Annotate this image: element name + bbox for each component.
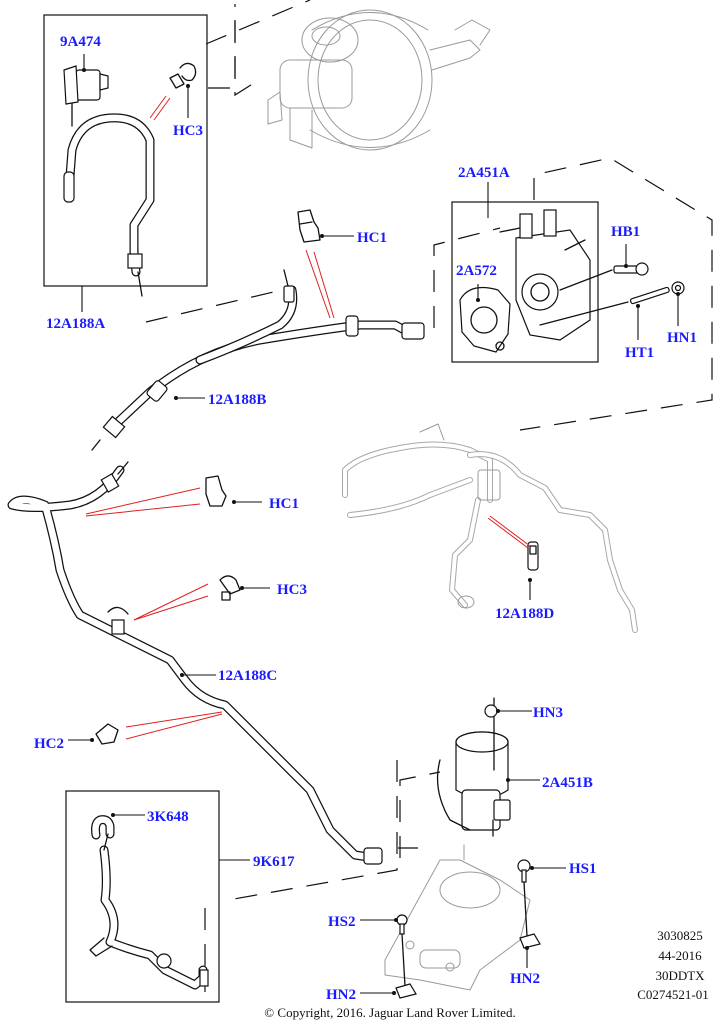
part-HN2-nut-right — [519, 933, 541, 949]
part-2A451A-vacuum-pump — [499, 209, 591, 341]
callout-3K648[interactable]: 3K648 — [147, 809, 189, 825]
callout-HS2[interactable]: HS2 — [328, 914, 356, 930]
engine-harness-ghost — [342, 423, 638, 633]
callout-HC2[interactable]: HC2 — [34, 736, 64, 752]
callout-HN3[interactable]: HN3 — [533, 705, 563, 721]
callout-2A451A[interactable]: 2A451A — [458, 165, 510, 181]
callout-HN2-right[interactable]: HN2 — [510, 971, 540, 987]
assembly-box-12A188A — [43, 14, 208, 287]
callout-12A188A[interactable]: 12A188A — [46, 316, 106, 332]
part-HT1-stud — [539, 286, 670, 326]
part-HC3-clip-top — [169, 62, 197, 89]
reference-number: 3030825 — [657, 928, 703, 943]
callout-HC3-top[interactable]: HC3 — [173, 123, 203, 139]
part-HC1-clip-mid — [205, 475, 227, 507]
callout-2A451B[interactable]: 2A451B — [542, 775, 593, 791]
part-HN3-nut — [484, 704, 498, 718]
callout-HN1[interactable]: HN1 — [667, 330, 697, 346]
reference-date-code: 44-2016 — [658, 948, 702, 963]
brake-booster-ghost — [267, 9, 491, 151]
assembly-guide-lines — [145, 0, 713, 992]
copyright-notice: © Copyright, 2016. Jaguar Land Rover Lim… — [264, 1005, 516, 1020]
callout-HB1[interactable]: HB1 — [611, 224, 641, 240]
callout-HT1[interactable]: HT1 — [625, 345, 655, 361]
part-HN2-nut-left — [395, 983, 417, 999]
mounting-bracket-ghost — [384, 844, 531, 991]
assembly-box-2A451A — [451, 201, 599, 363]
callout-2A572[interactable]: 2A572 — [456, 263, 497, 279]
part-HS2-screw — [396, 914, 408, 987]
callout-12A188D[interactable]: 12A188D — [495, 606, 555, 622]
callout-HS1[interactable]: HS1 — [569, 861, 597, 877]
callout-9A474[interactable]: 9A474 — [60, 34, 101, 50]
part-HC1-clip-top — [297, 209, 321, 243]
callout-HN2-left[interactable]: HN2 — [326, 987, 356, 1003]
part-9A474-valve — [63, 65, 109, 127]
part-12A188C-hose — [7, 461, 383, 865]
part-HN1-nut — [671, 281, 685, 295]
part-3K648-fitting — [91, 815, 115, 851]
callout-HC1-top[interactable]: HC1 — [357, 230, 387, 246]
callout-HC3-mid[interactable]: HC3 — [277, 582, 307, 598]
callout-9K617[interactable]: 9K617 — [253, 854, 295, 870]
part-2A451B-electric-pump — [436, 697, 511, 837]
reference-illustration-id: C0274521-01 — [637, 987, 709, 1002]
part-12A188B-hose — [91, 269, 425, 451]
part-HC3-clip-mid — [219, 575, 241, 601]
part-HS1-screw — [517, 859, 531, 937]
part-9K617-hose — [89, 845, 209, 990]
reference-engine-code: 30DDTX — [655, 968, 705, 983]
assembly-box-9K617 — [65, 790, 220, 1003]
part-2A572-gasket — [459, 287, 511, 353]
callout-12A188C[interactable]: 12A188C — [218, 668, 278, 684]
part-12A188A-hose — [63, 113, 155, 297]
callout-12A188B[interactable]: 12A188B — [208, 392, 267, 408]
part-HC2-clip — [95, 723, 119, 745]
part-12A188D-connector — [527, 541, 539, 571]
part-HB1-bolt — [559, 262, 649, 291]
callout-HC1-mid[interactable]: HC1 — [269, 496, 299, 512]
